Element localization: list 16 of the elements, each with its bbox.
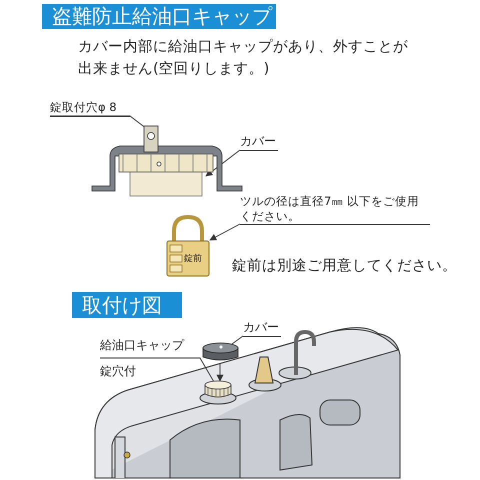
callout-label: カバー bbox=[240, 134, 278, 151]
arrow bbox=[209, 224, 240, 240]
body-text: カバー内部に給油口キャップがあり、外すことが出来ません(空回りします。) bbox=[78, 38, 408, 79]
heading-bar: 盗難防止給油口キャップ bbox=[42, 4, 276, 29]
note-text: 錠前は別途ご用意してください。 bbox=[232, 257, 458, 276]
heading-bar: 取付け図 bbox=[72, 292, 182, 318]
callout-label: カバー bbox=[243, 320, 281, 337]
arrow bbox=[216, 362, 224, 382]
callout-label: 錠穴付 bbox=[100, 363, 136, 379]
lock-label: 錠前 bbox=[184, 252, 202, 265]
callout-label: 給油口キャップ bbox=[100, 337, 184, 353]
leader-line bbox=[232, 336, 244, 344]
leader-line bbox=[100, 358, 214, 382]
callout-label: ツルの径は直径7㎜ 以下をご使用ください。 bbox=[240, 194, 430, 225]
arrow bbox=[205, 150, 240, 176]
callout-label: 錠取付穴φ 8 bbox=[50, 100, 130, 117]
